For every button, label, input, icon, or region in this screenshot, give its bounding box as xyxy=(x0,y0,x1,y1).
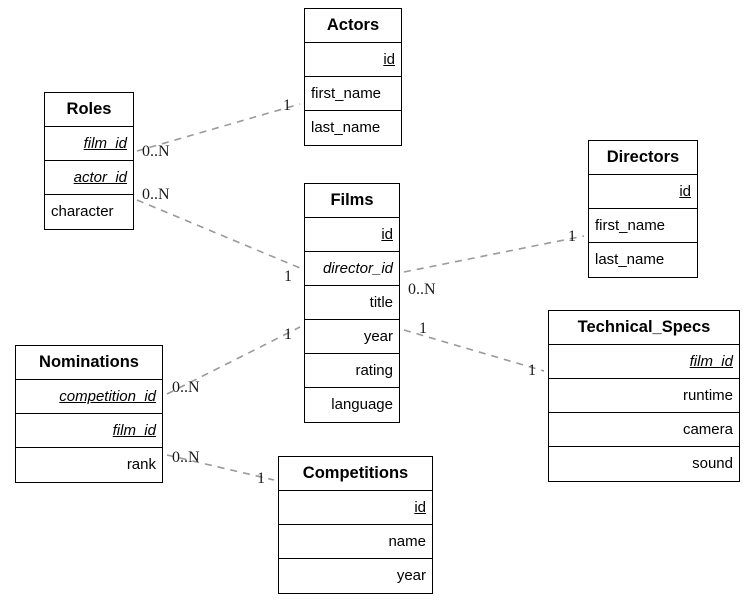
relationship-line-films-directors xyxy=(403,235,585,273)
entity-roles[interactable]: Roles film_id actor_id character xyxy=(44,92,134,230)
attribute-row[interactable]: director_id xyxy=(305,252,399,286)
attribute-label-directors-2: last_name xyxy=(595,251,665,268)
cardinality-label-films-technical-specs-to: 1 xyxy=(528,362,536,379)
attribute-label-actors-0: id xyxy=(383,51,395,68)
entity-directors[interactable]: Directors id first_name last_name xyxy=(588,140,698,278)
attribute-label-films-2: title xyxy=(369,294,393,311)
cardinality-label-nominations-competitions-to: 1 xyxy=(257,470,265,487)
cardinality-label-roles-films-to: 1 xyxy=(284,268,292,285)
attribute-label-actors-2: last_name xyxy=(311,119,381,136)
attribute-label-technical_specs-2: camera xyxy=(682,421,733,438)
attribute-label-roles-2: character xyxy=(51,203,114,220)
attribute-row[interactable]: last_name xyxy=(589,243,697,277)
attribute-label-technical_specs-1: runtime xyxy=(682,387,733,404)
attribute-row[interactable]: year xyxy=(279,559,432,593)
attribute-row[interactable]: runtime xyxy=(549,379,739,413)
cardinality-label-nominations-films-from: 0..N xyxy=(172,379,200,396)
entity-title-technical_specs: Technical_Specs xyxy=(549,311,739,345)
cardinality-label-roles-actors-from: 0..N xyxy=(142,143,170,160)
attribute-label-nominations-2: rank xyxy=(126,456,156,473)
entity-title-films: Films xyxy=(305,184,399,218)
attribute-row[interactable]: title xyxy=(305,286,399,320)
attribute-row[interactable]: first_name xyxy=(589,209,697,243)
cardinality-label-films-directors-to: 1 xyxy=(568,228,576,245)
attribute-row[interactable]: character xyxy=(45,195,133,229)
attribute-row[interactable]: sound xyxy=(549,447,739,481)
entity-title-roles: Roles xyxy=(45,93,133,127)
entity-title-nominations: Nominations xyxy=(16,346,162,380)
entity-competitions[interactable]: Competitions id name year xyxy=(278,456,433,594)
cardinality-label-films-directors-from: 0..N xyxy=(408,281,436,298)
attribute-row[interactable]: last_name xyxy=(305,111,401,145)
attribute-row[interactable]: film_id xyxy=(16,414,162,448)
attribute-label-competitions-2: year xyxy=(396,567,426,584)
attribute-row[interactable]: camera xyxy=(549,413,739,447)
cardinality-label-films-technical-specs-from: 1 xyxy=(419,320,427,337)
attribute-label-nominations-1: film_id xyxy=(112,422,156,439)
attribute-label-films-3: year xyxy=(363,328,393,345)
attribute-label-actors-1: first_name xyxy=(311,85,382,102)
attribute-row[interactable]: id xyxy=(305,218,399,252)
cardinality-label-roles-films-from: 0..N xyxy=(142,186,170,203)
attribute-row[interactable]: name xyxy=(279,525,432,559)
attribute-row[interactable]: id xyxy=(279,491,432,525)
attribute-label-competitions-0: id xyxy=(414,499,426,516)
attribute-label-directors-0: id xyxy=(679,183,691,200)
attribute-row[interactable]: first_name xyxy=(305,77,401,111)
attribute-label-directors-1: first_name xyxy=(595,217,666,234)
attribute-row[interactable]: film_id xyxy=(549,345,739,379)
attribute-row[interactable]: film_id xyxy=(45,127,133,161)
relationship-line-roles-films xyxy=(136,199,301,269)
attribute-row[interactable]: language xyxy=(305,388,399,422)
attribute-label-films-4: rating xyxy=(355,362,393,379)
attribute-label-films-0: id xyxy=(381,226,393,243)
attribute-label-nominations-0: competition_id xyxy=(59,388,156,405)
attribute-label-technical_specs-3: sound xyxy=(692,455,733,472)
attribute-label-technical_specs-0: film_id xyxy=(689,353,733,370)
attribute-label-films-5: language xyxy=(331,396,393,413)
entity-title-competitions: Competitions xyxy=(279,457,432,491)
attribute-row[interactable]: actor_id xyxy=(45,161,133,195)
cardinality-label-roles-actors-to: 1 xyxy=(283,97,291,114)
attribute-row[interactable]: rating xyxy=(305,354,399,388)
attribute-row[interactable]: competition_id xyxy=(16,380,162,414)
attribute-row[interactable]: rank xyxy=(16,448,162,482)
attribute-row[interactable]: id xyxy=(589,175,697,209)
attribute-label-roles-0: film_id xyxy=(83,135,127,152)
attribute-label-roles-1: actor_id xyxy=(73,169,127,186)
attribute-row[interactable]: id xyxy=(305,43,401,77)
cardinality-label-nominations-films-to: 1 xyxy=(284,326,292,343)
entity-title-directors: Directors xyxy=(589,141,697,175)
attribute-label-films-1: director_id xyxy=(322,260,393,277)
attribute-row[interactable]: year xyxy=(305,320,399,354)
cardinality-label-nominations-competitions-from: 0..N xyxy=(172,449,200,466)
entity-title-actors: Actors xyxy=(305,9,401,43)
attribute-label-competitions-1: name xyxy=(388,533,426,550)
